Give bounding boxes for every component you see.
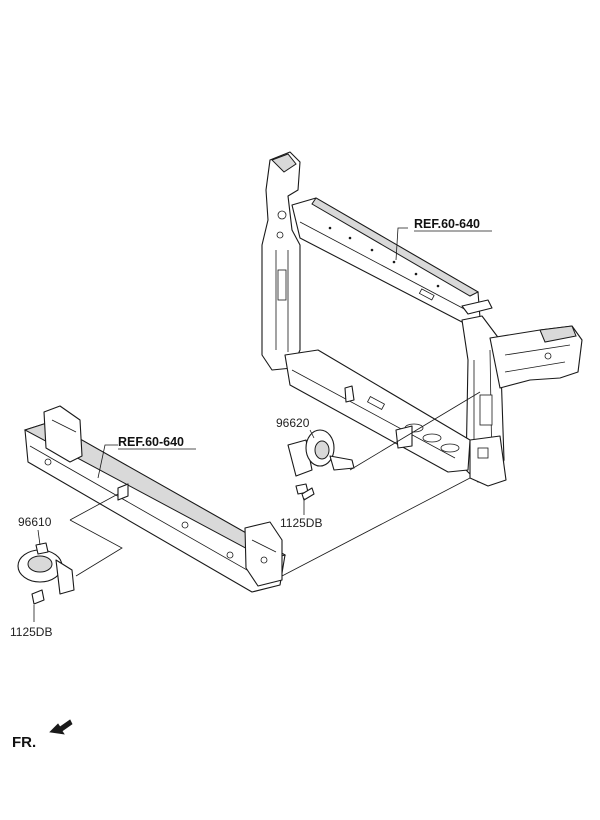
front-end-carrier bbox=[261, 151, 583, 487]
front-bumper-beam bbox=[23, 405, 287, 593]
front-direction-label: FR. bbox=[12, 734, 36, 751]
horn-low bbox=[17, 542, 75, 595]
bolt-high bbox=[295, 483, 315, 501]
part-number-bolt-low: 1125DB bbox=[10, 625, 52, 639]
leader-lines bbox=[33, 227, 481, 622]
horn-high bbox=[287, 429, 355, 477]
ref-label-carrier: REF.60-640 bbox=[414, 217, 480, 231]
ref-label-bumper: REF.60-640 bbox=[118, 435, 184, 449]
part-number-horn-low: 96610 bbox=[18, 515, 52, 529]
bolt-low bbox=[31, 589, 45, 605]
part-number-bolt-high: 1125DB bbox=[280, 516, 322, 530]
front-direction-arrow bbox=[49, 719, 73, 735]
part-number-horn-high: 96620 bbox=[276, 416, 310, 430]
